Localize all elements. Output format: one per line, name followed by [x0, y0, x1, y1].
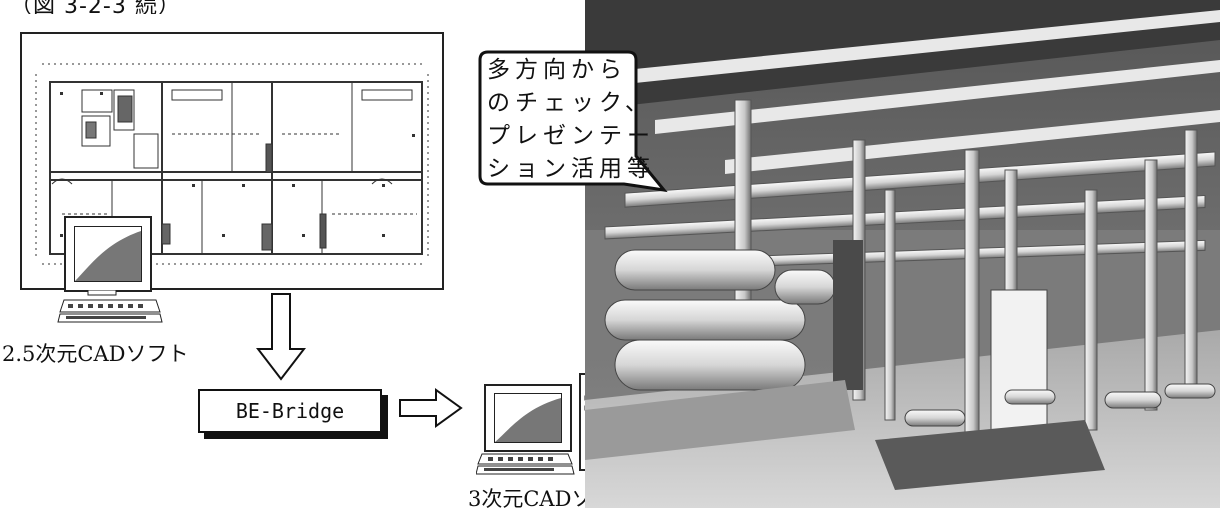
keyboard-icon [57, 290, 163, 323]
piping-3d-render [585, 0, 1220, 508]
monitor-icon-small [64, 216, 152, 292]
speech-bubble-line-3: プレゼンテー [487, 123, 655, 149]
speech-bubble-shape [478, 50, 668, 193]
piping-render-graphic [585, 0, 1220, 508]
hollow-down-arrow-icon [256, 293, 306, 381]
monitor-icon-target [484, 384, 572, 452]
be-bridge-label: BE-Bridge [235, 399, 345, 423]
source-caption: 2.5次元CADソフト [2, 342, 189, 366]
speech-bubble-line-2: のチェック、 [487, 90, 653, 116]
speech-bubble-line-1: 多方向から [487, 57, 627, 83]
hollow-right-arrow-icon [399, 388, 463, 428]
speech-bubble-text: 多方向から のチェック、 プレゼンテー ション活用等 [487, 54, 655, 186]
be-bridge-box: BE-Bridge [198, 389, 382, 433]
top-text-fragment: （図 3-2-3 続） [10, 0, 181, 14]
speech-bubble-line-4: ション活用等 [487, 156, 655, 182]
keyboard-icon-target [476, 453, 575, 475]
